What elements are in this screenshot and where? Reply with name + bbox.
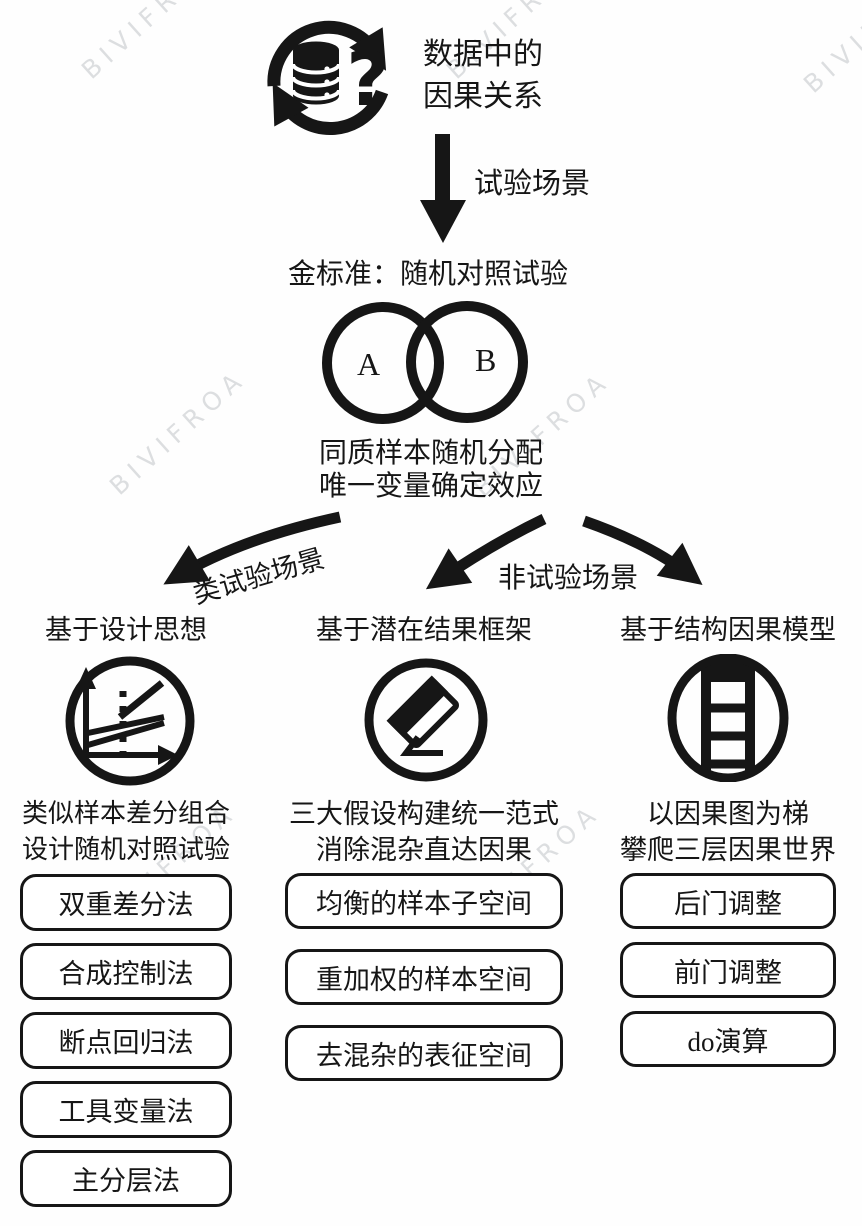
database-icon: [291, 41, 341, 105]
non-experiment-label: 非试验场景: [498, 563, 639, 594]
method-box: 断点回归法: [20, 1012, 232, 1069]
column-design-based: 基于设计思想 类似样本差分组合 设计随机对照试验 双重差分法 合成控制法 断点回…: [20, 0, 232, 1226]
venn-label-b: B: [475, 342, 496, 378]
method-box: 前门调整: [620, 942, 836, 998]
question-mark-icon: ?: [346, 35, 390, 123]
column-header: 基于结构因果模型: [620, 615, 836, 645]
column-description: 类似样本差分组合 设计随机对照试验: [22, 796, 230, 868]
column-header: 基于潜在结果框架: [316, 615, 532, 645]
column-desc-line2: 攀爬三层因果世界: [620, 835, 836, 865]
method-box: 工具变量法: [20, 1081, 232, 1138]
top-title: 数据中的 因果关系: [423, 34, 543, 118]
method-box: 后门调整: [620, 873, 836, 929]
method-box: do演算: [620, 1011, 836, 1067]
gold-desc-line1: 同质样本随机分配: [318, 438, 543, 469]
method-box: 重加权的样本空间: [285, 949, 563, 1005]
column-desc-line2: 设计随机对照试验: [21, 835, 231, 864]
method-box: 主分层法: [20, 1150, 232, 1207]
column-desc-line1: 类似样本差分组合: [21, 799, 231, 828]
gold-standard-description: 同质样本随机分配 唯一变量确定效应: [0, 437, 862, 503]
column-header: 基于设计思想: [45, 615, 207, 645]
method-box: 合成控制法: [20, 943, 232, 1000]
gold-desc-line2: 唯一变量确定效应: [318, 471, 543, 502]
column-desc-line2: 消除混杂直达因果: [316, 835, 532, 865]
trial-scenario-label: 试验场景: [474, 168, 591, 200]
gold-standard-title: 金标准：随机对照试验: [287, 259, 568, 290]
regression-chart-icon: [62, 653, 198, 794]
eraser-icon: [361, 655, 491, 790]
method-box: 双重差分法: [20, 874, 232, 931]
method-box: 均衡的样本子空间: [285, 873, 563, 929]
column-structural-causal-model: 基于结构因果模型 以因果图为梯 攀爬三层因果世界 后门调: [620, 0, 836, 1226]
venn-label-a: A: [357, 346, 380, 382]
method-box: 去混杂的表征空间: [285, 1025, 563, 1081]
data-cycle-icon: ?: [262, 8, 402, 148]
venn-diagram: A B: [295, 287, 555, 452]
top-title-line2: 因果关系: [423, 80, 543, 113]
column-potential-outcome: 基于潜在结果框架 三大假设构建统一范式 消除混杂直达因果 均衡的样本子空间 重加…: [285, 0, 563, 1226]
column-desc-line1: 以因果图为梯: [647, 799, 809, 829]
column-description: 以因果图为梯 攀爬三层因果世界: [620, 796, 836, 868]
ladder-icon: [664, 653, 792, 787]
top-title-line1: 数据中的: [423, 38, 543, 71]
column-desc-line1: 三大假设构建统一范式: [289, 799, 559, 829]
column-description: 三大假设构建统一范式 消除混杂直达因果: [289, 796, 559, 868]
